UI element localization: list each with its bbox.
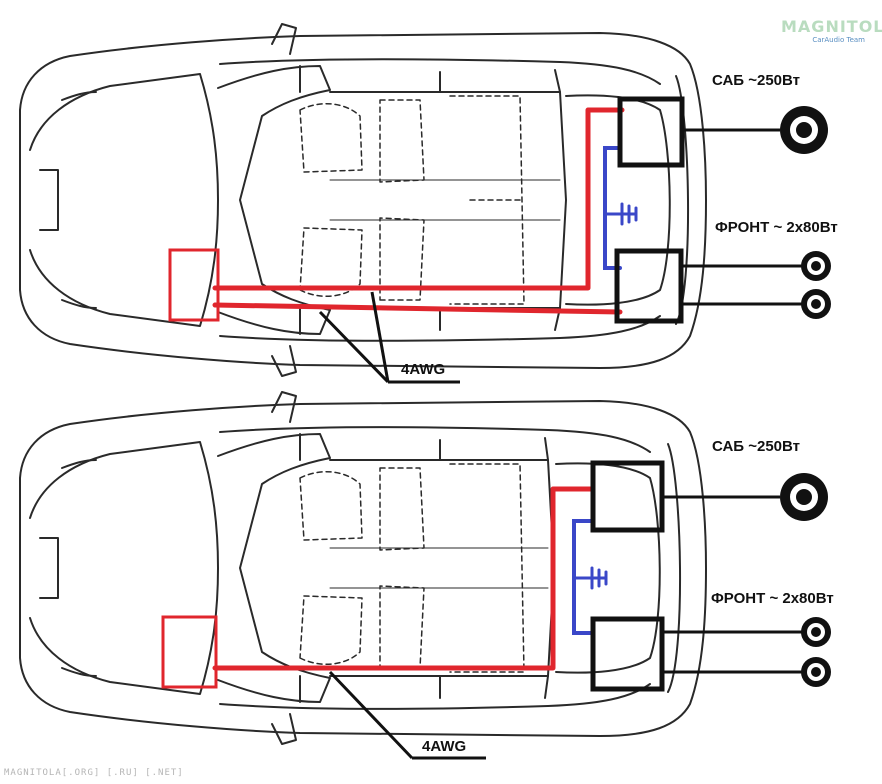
speaker-wires-top [681,128,803,306]
brand-logo: MAGNITOLA CarAudio Team [781,17,882,50]
front-label-top: ФРОНТ ~ 2х80Вт [715,219,838,236]
brand-tagline: CarAudio Team [812,36,865,44]
ground-wire-top [603,146,638,270]
sub-amplifier-bottom [590,460,665,533]
subwoofer-speaker-bottom [780,473,828,521]
footer-watermark: MAGNITOLA[.ORG] [.RU] [.NET] [4,768,184,778]
front-speaker-top-1 [801,251,831,281]
battery-box-bottom [161,615,218,689]
sub-amplifier-top [617,96,685,168]
power-cable-top [212,107,625,315]
power-cable-bottom [212,486,596,671]
front-speaker-top-2 [801,289,831,319]
sub-label-bottom: САБ ~250Вт [712,438,801,455]
subwoofer-speaker-top [780,106,828,154]
speaker-wires-bottom [662,495,803,674]
front-label-bottom: ФРОНТ ~ 2х80Вт [711,590,834,607]
front-speaker-bottom-2 [801,657,831,687]
front-speaker-bottom-1 [801,617,831,647]
cable-label-bottom: 4AWG [422,738,467,755]
car-outline-bottom [19,391,707,745]
cable-leader-top [318,291,460,384]
battery-box-top [168,248,220,322]
cable-label-top: 4AWG [401,361,446,378]
ground-wire-bottom [572,519,608,635]
sub-label-top: САБ ~250Вт [712,72,801,89]
brand-name: MAGNITOLA [781,17,882,36]
front-amplifier-top [614,248,684,324]
car-outline-top [19,23,707,377]
front-amplifier-bottom [590,616,665,692]
cable-leader-bottom [328,670,486,760]
